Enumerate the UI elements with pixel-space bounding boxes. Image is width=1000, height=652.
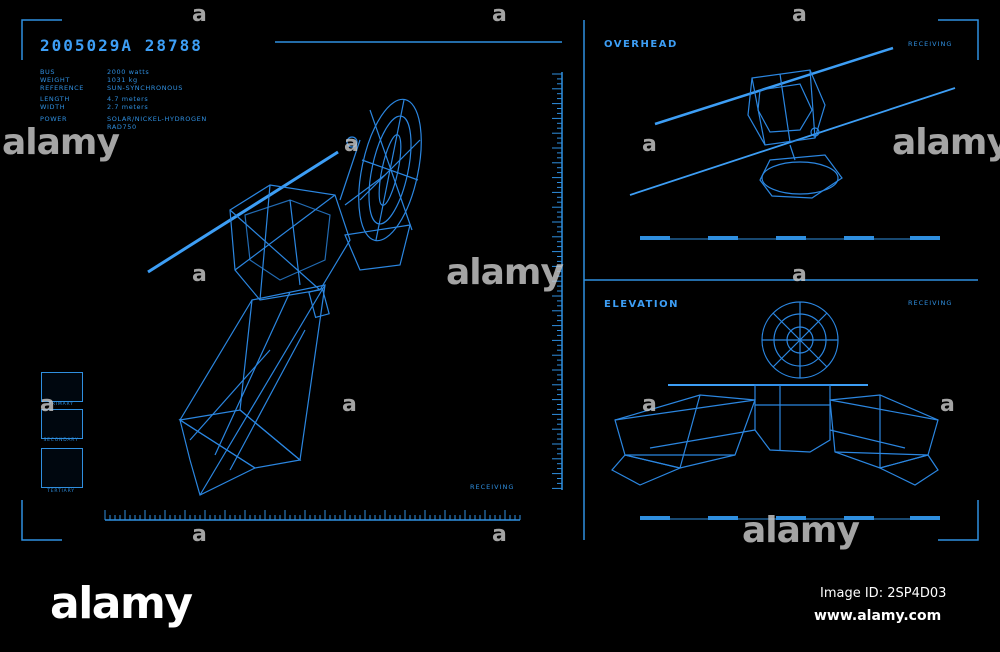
thumbnail-label: SECONDARY xyxy=(43,438,79,443)
spec-value: 4.7 meters xyxy=(107,95,149,104)
alamy-url: www.alamy.com xyxy=(814,608,942,624)
watermark-a: a xyxy=(492,522,507,547)
spec-row: RAD750 xyxy=(40,122,207,132)
thumbnail-label: PRIMARY xyxy=(48,402,74,407)
watermark-a: a xyxy=(192,2,207,27)
corner-bracket xyxy=(938,500,979,541)
elevation-panel-title: ELEVATION xyxy=(604,299,679,310)
satellite-wireframe-main xyxy=(147,98,422,496)
spec-row: WEIGHT 1031 kg xyxy=(40,75,207,85)
thumbnail-label: TERTIARY xyxy=(47,489,75,494)
watermark-a: a xyxy=(344,132,359,157)
elevation-receiving-status: RECEIVING xyxy=(908,299,953,307)
watermark-a: a xyxy=(192,262,207,287)
watermark-logo: alamy xyxy=(2,122,120,163)
watermark-a: a xyxy=(192,522,207,547)
spec-key: POWER xyxy=(40,114,68,123)
overhead-receiving-status: RECEIVING xyxy=(908,40,953,48)
satellite-wireframe-overhead xyxy=(629,46,956,199)
spec-row: POWER SOLAR/NICKEL-HYDROGEN xyxy=(40,114,207,124)
spec-key: BUS xyxy=(40,68,56,76)
spec-row: LENGTH 4.7 meters xyxy=(40,96,207,104)
corner-bracket xyxy=(21,19,62,60)
corner-bracket xyxy=(21,500,62,541)
satellite-id-title: 2005029A 28788 xyxy=(40,36,203,55)
spec-value: SUN-SYNCHRONOUS xyxy=(107,83,183,92)
spec-row: BUS 2000 watts xyxy=(40,68,207,77)
spec-row: WIDTH 2.7 meters xyxy=(40,103,207,112)
spec-value: 2000 watts xyxy=(107,68,150,76)
watermark-a: a xyxy=(492,2,507,27)
watermark-logo: alamy xyxy=(446,252,564,293)
spec-value: 1031 kg xyxy=(107,75,138,84)
spec-table: BUS 2000 watts WEIGHT 1031 kg REFERENCE SUN… xyxy=(40,68,207,132)
watermark-a: a xyxy=(40,392,55,417)
watermark-logo: alamy xyxy=(892,122,1000,163)
watermark-a: a xyxy=(642,392,657,417)
watermark-a: a xyxy=(940,392,955,417)
spec-key: REFERENCE xyxy=(40,83,85,92)
watermark-a: a xyxy=(792,2,807,27)
thumbnail-tertiary[interactable] xyxy=(41,448,83,488)
watermark-logo: alamy xyxy=(742,510,860,551)
satellite-wireframe-elevation xyxy=(611,301,939,486)
overhead-panel-title: OVERHEAD xyxy=(604,39,678,50)
spec-key: WIDTH xyxy=(40,103,66,112)
alamy-logo: alamy xyxy=(50,578,193,629)
corner-bracket xyxy=(938,19,979,60)
watermark-a: a xyxy=(342,392,357,417)
spec-key: LENGTH xyxy=(40,95,70,104)
spec-value: 2.7 meters xyxy=(107,103,149,112)
spec-row: REFERENCE SUN-SYNCHRONOUS xyxy=(40,83,207,93)
spec-value: SOLAR/NICKEL-HYDROGEN xyxy=(107,114,207,123)
image-id: Image ID: 2SP4D03 xyxy=(820,586,947,601)
main-receiving-status: RECEIVING xyxy=(470,483,515,491)
thumbnail-secondary[interactable] xyxy=(41,409,83,439)
watermark-a: a xyxy=(642,132,657,157)
spec-key: WEIGHT xyxy=(40,75,70,84)
watermark-a: a xyxy=(792,262,807,287)
thumbnail-primary[interactable] xyxy=(41,372,83,402)
spec-value: RAD750 xyxy=(107,122,137,131)
